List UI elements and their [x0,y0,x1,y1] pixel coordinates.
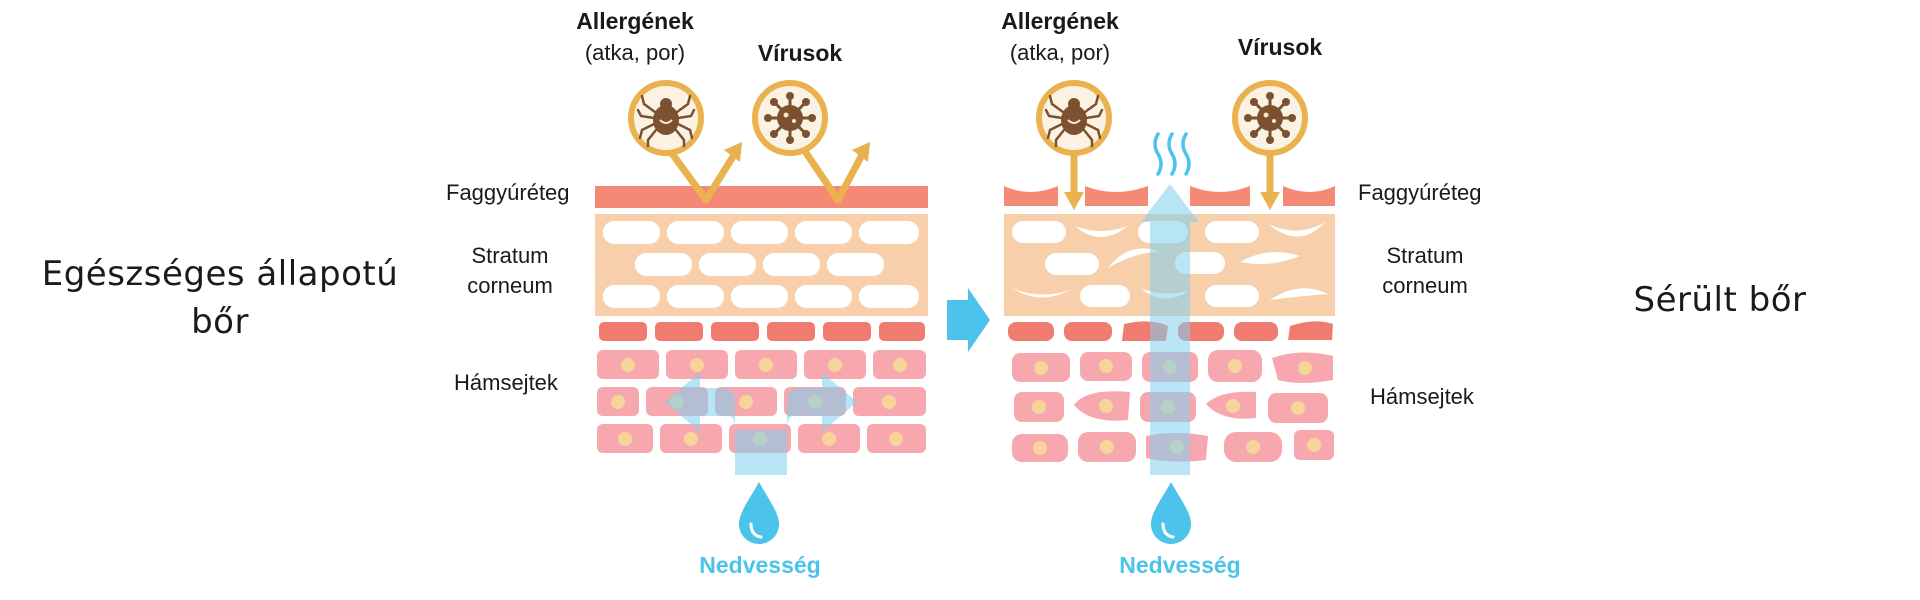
right-virus-label: Vírusok [1237,34,1323,60]
damaged-skin-diagram [1004,80,1335,546]
right-evaporation-icon [1153,132,1191,176]
right-water-drop-icon [1149,480,1193,546]
left-stratum-label: Stratum corneum [450,241,570,301]
left-moisture-label: Nedvesség [699,552,821,578]
left-allergen-sublabel: (atka, por) [584,40,686,65]
right-moisture-label: Nedvesség [1119,552,1241,578]
left-sebum-label: Faggyúréteg [446,180,570,205]
right-stratum-line1: Stratum [1386,243,1464,268]
right-allergen-label: Allergének [1001,8,1119,34]
left-virus-icon [762,90,818,146]
healthy-skin-diagram [595,80,928,546]
healthy-skin-title: Egészséges állapotú bőr [40,250,400,346]
right-allergen-sublabel: (atka, por) [1009,40,1111,65]
right-sebum-layer [1004,186,1335,206]
right-sebum-label: Faggyúréteg [1358,180,1482,205]
transition-arrow-icon [947,288,990,352]
left-corneocytes [603,221,919,308]
left-sebum-layer [595,186,928,208]
right-moisture-escape-arrow [1141,184,1199,475]
damaged-skin-title: Sérült bőr [1633,280,1807,320]
healthy-skin-title-line1: Egészséges állapotú [41,254,399,294]
left-epidermal-label: Hámsejtek [454,370,558,395]
right-epidermal-label: Hámsejtek [1370,384,1474,409]
right-arrowheads [1064,192,1280,210]
left-stratum-line1: Stratum [471,243,549,268]
right-penetration-arrows [1070,146,1274,198]
healthy-skin-title-line2: bőr [191,302,249,342]
left-granular-cells [599,322,925,341]
left-water-drop-icon [737,480,781,546]
left-virus-label: Vírusok [757,40,843,66]
left-arrowheads [724,142,870,162]
left-moisture-arrow [665,372,857,475]
right-stratum-line2: corneum [1382,273,1468,298]
right-stratum-label: Stratum corneum [1365,241,1485,301]
left-stratum-line2: corneum [467,273,553,298]
left-allergen-label: Allergének [576,8,694,34]
right-virus-icon [1242,90,1298,146]
